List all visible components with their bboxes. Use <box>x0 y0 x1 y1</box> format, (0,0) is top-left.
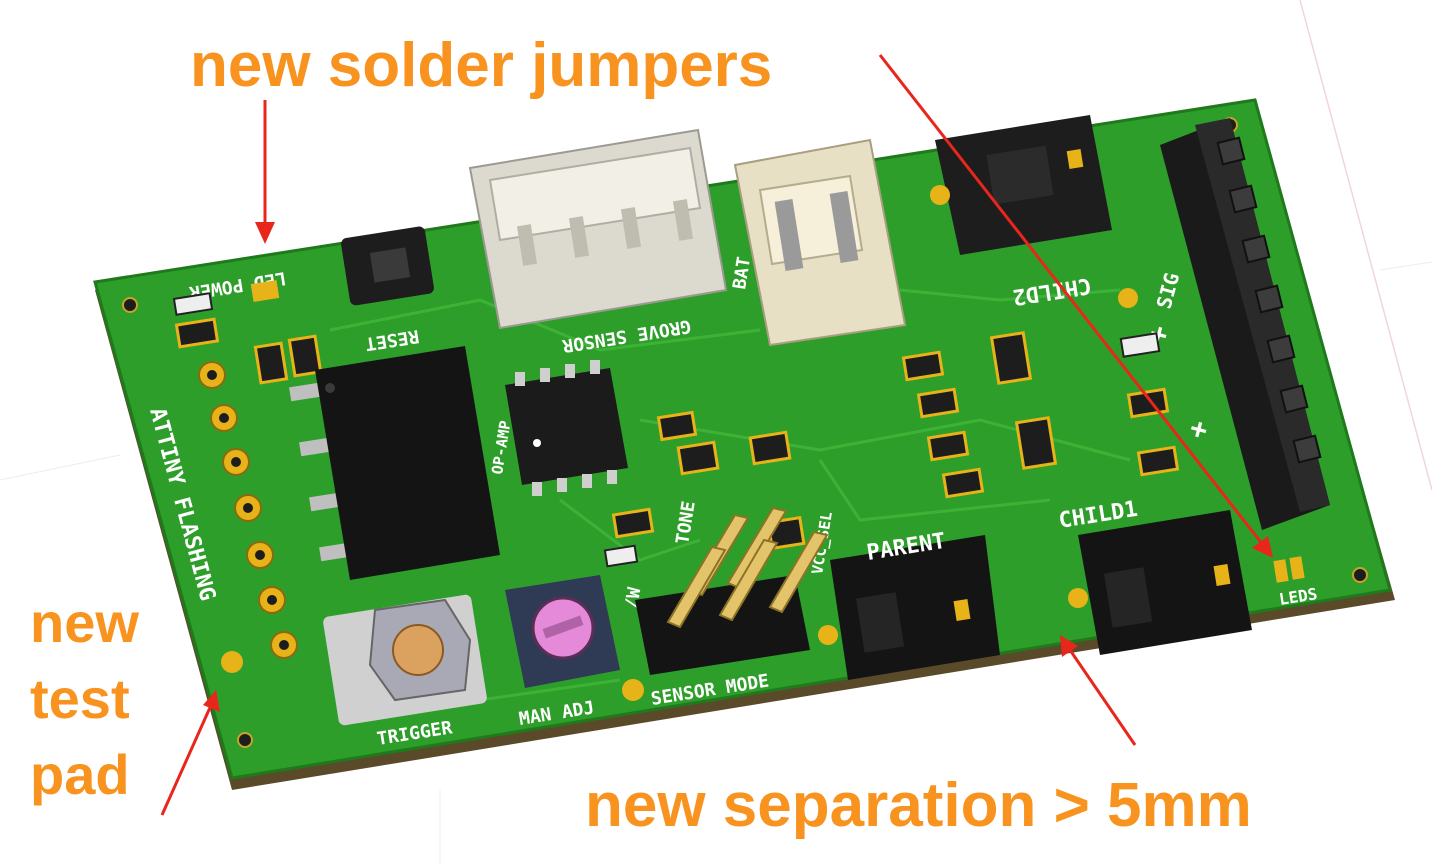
bat-label: BAT <box>729 255 755 291</box>
annotation-new-solder-jumpers: new solder jumpers <box>190 31 773 100</box>
annotation-new-separation: new separation > 5mm <box>585 771 1252 840</box>
arrow-separation <box>1068 649 1137 746</box>
man-adj-potentiometer <box>505 575 620 688</box>
attiny-ic <box>289 346 500 580</box>
arrow-test-pad <box>160 702 214 816</box>
child1-connector: CHILD1 <box>1057 497 1252 655</box>
annotation-arrows <box>160 54 1273 816</box>
led-power-led <box>172 292 214 316</box>
pcb-traces <box>329 288 1131 702</box>
leds-solder-jumper: LEDS <box>1273 556 1319 609</box>
background-grid <box>0 261 1432 864</box>
bat-connector: BAT <box>729 138 907 347</box>
led-indicator <box>1119 332 1161 358</box>
annotation-new-test-pad: new test pad <box>30 591 139 806</box>
right-pin-header: SIG + + <box>1118 118 1330 530</box>
background-guides <box>1299 0 1432 491</box>
led-power-jumper <box>250 280 280 302</box>
reset-button: RESET <box>341 226 434 354</box>
parent-connector: PARENT <box>818 529 1000 680</box>
sensor-mode-test-pad <box>622 679 644 701</box>
smd-components <box>611 331 1180 551</box>
sensor-mode-header <box>635 506 829 675</box>
arrow-leds-jumper <box>878 54 1265 546</box>
new-test-pad <box>221 651 243 673</box>
